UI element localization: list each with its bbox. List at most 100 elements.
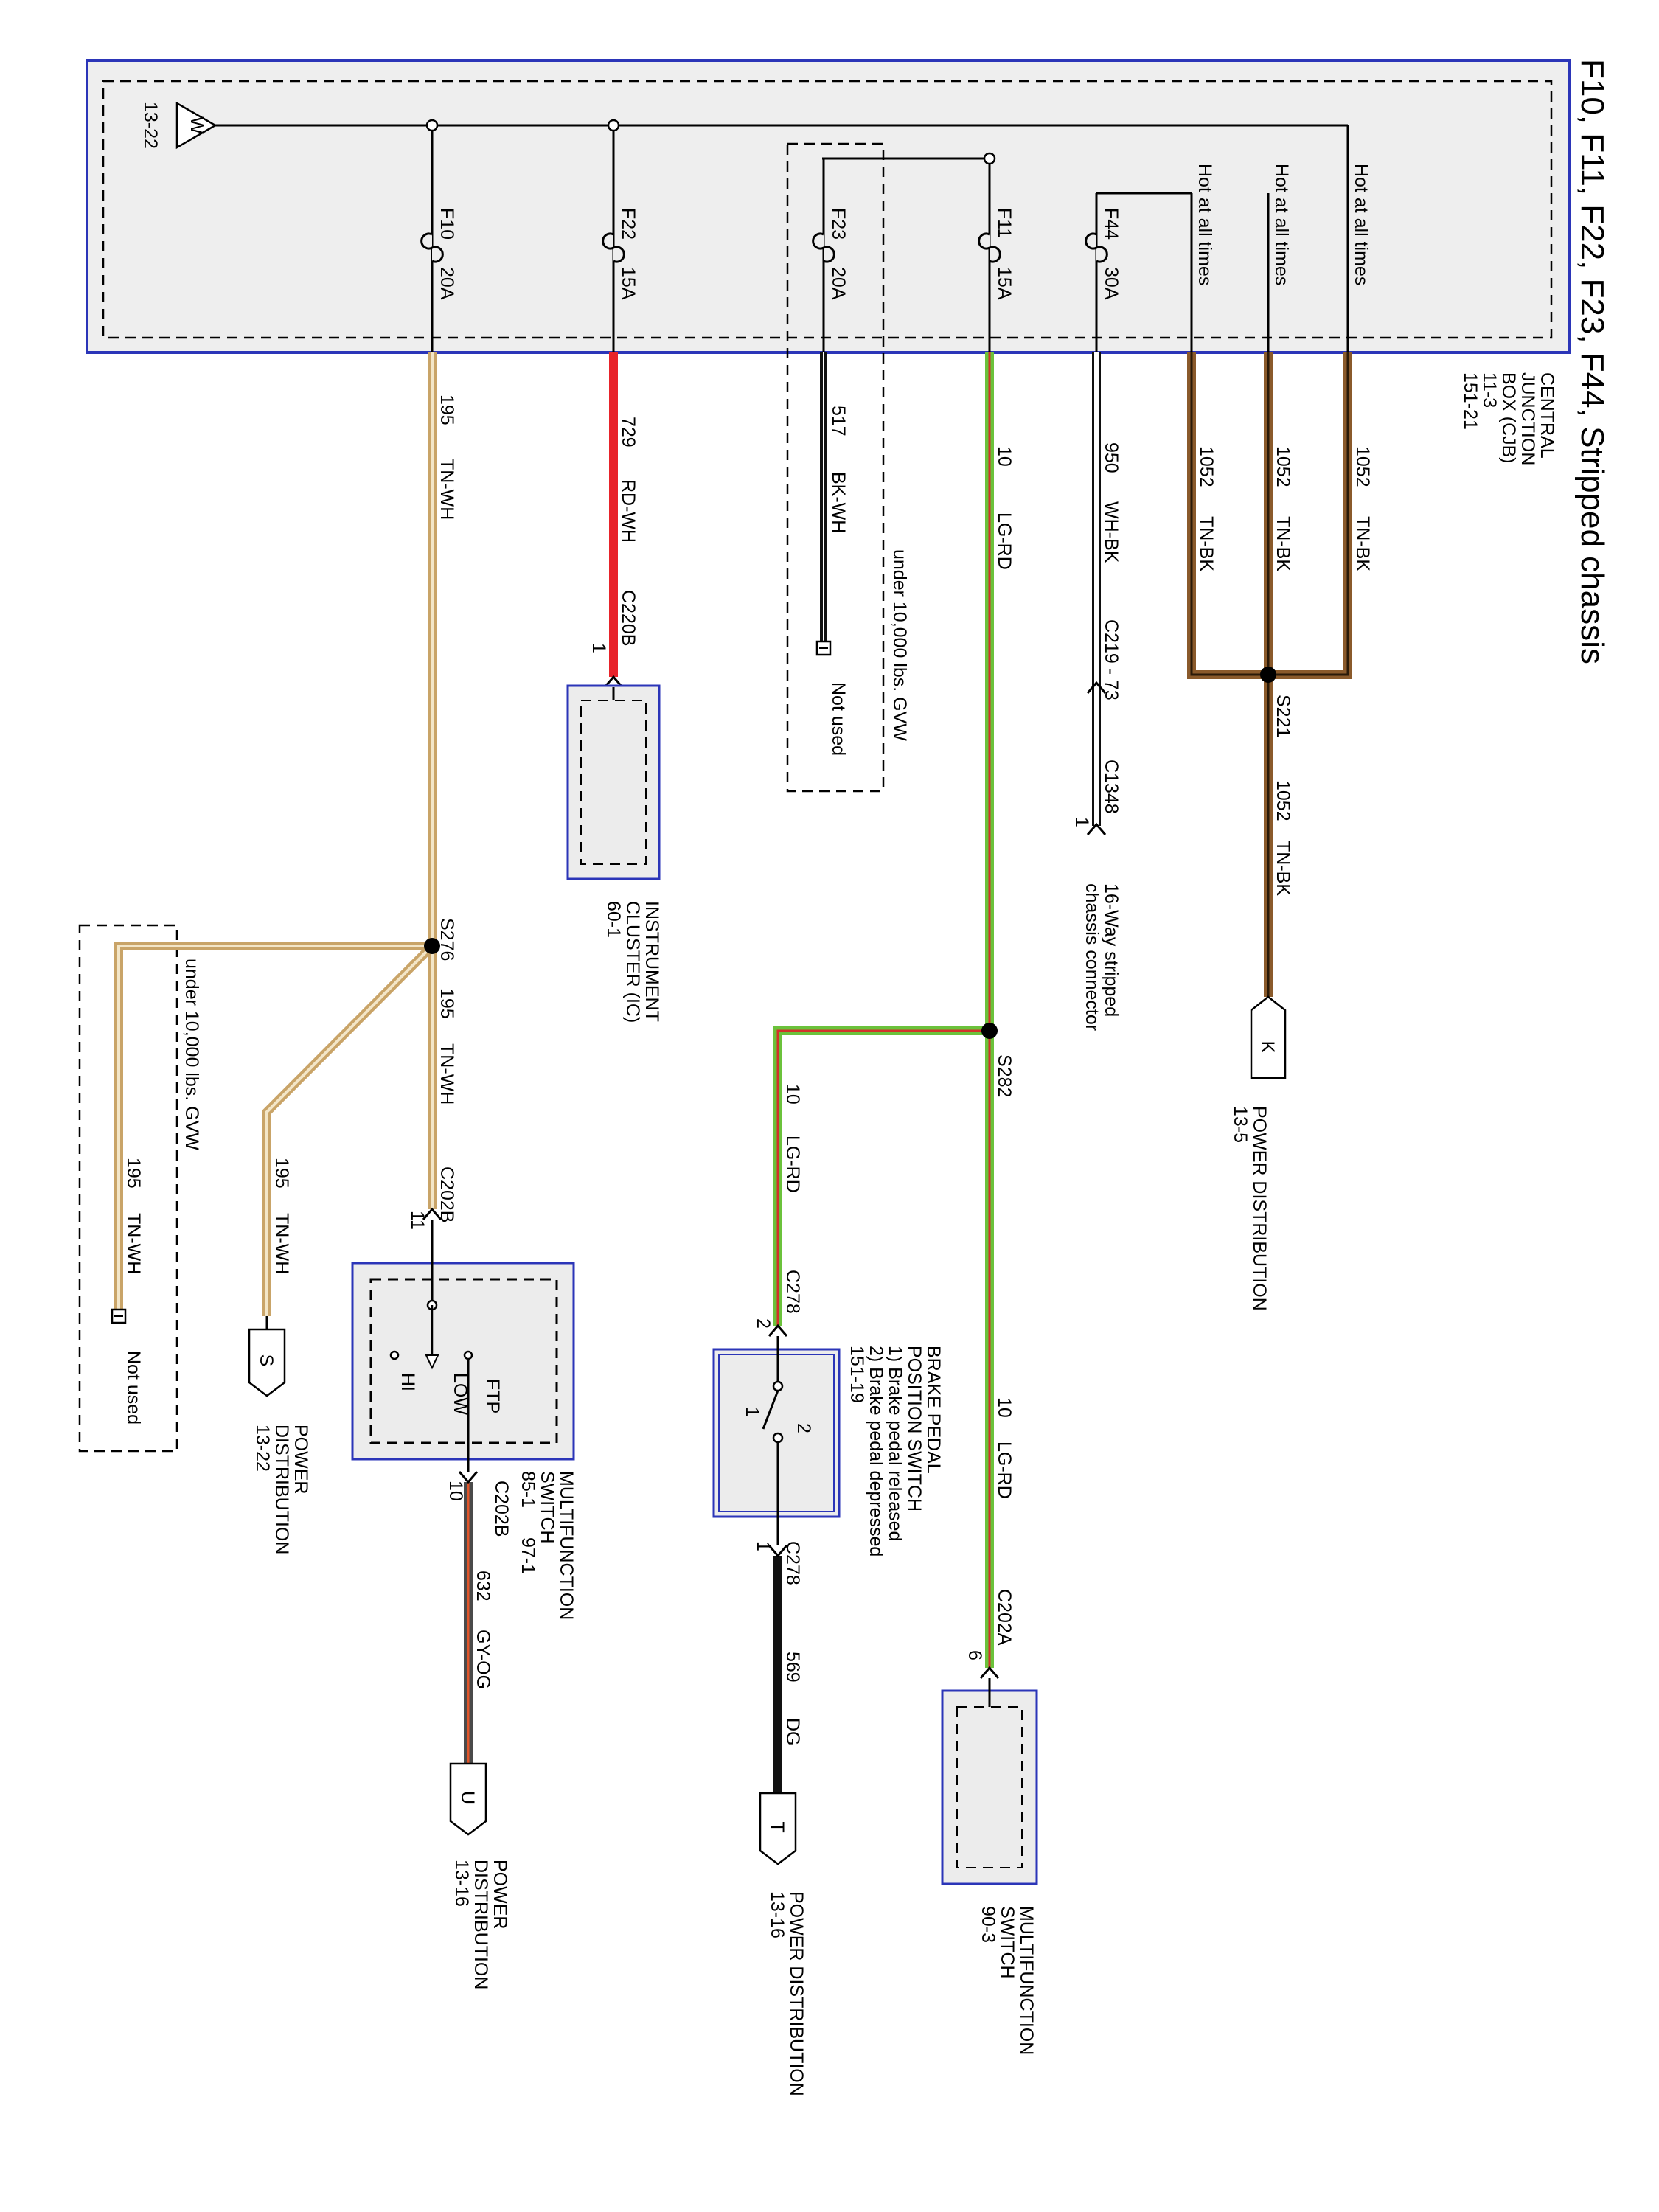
connector-pin: 11 [407,1211,428,1230]
connector-chevron-icon [603,675,624,688]
flag-letter: T [767,1821,787,1832]
component-name: POSITION SWITCH [904,1346,925,1512]
wire-circuit: 950 [1101,442,1121,473]
cjb-frame [86,59,1571,354]
flag-target: DISTRIBUTION [470,1860,491,1989]
not-used-label: Not used [123,1351,144,1425]
fuse-f44: F44 30A [1085,208,1121,352]
connector-chevron-icon [768,1324,788,1337]
cjb-internal-bus [215,124,1349,352]
wire-color: TN-BK [1273,841,1293,896]
not-used-terminal-517: Not used [815,640,849,756]
wire-color: TN-BK [1273,516,1293,571]
wire-color: RD-WH [618,479,639,543]
wire-color: LG-RD [994,1441,1015,1499]
connector-marks [422,675,1107,1679]
wire-circuit: 1052 [1273,780,1293,821]
wire-color: TN-WH [123,1213,144,1274]
connector-c278-in: C278 [782,1270,803,1314]
component-name: CLUSTER (IC) [622,901,643,1023]
component-ref: 85-1 [518,1471,538,1508]
power-distribution-u: U POWER DISTRIBUTION 13-16 [449,1762,510,1989]
flag-target: POWER [291,1425,311,1494]
splice-s276 [424,938,440,954]
connector-chevron-icon [768,1545,788,1558]
power-distribution-k: K POWER DISTRIBUTION 13-5 [1230,995,1287,1311]
wire-circuit: 10 [994,1397,1015,1418]
fuse-name: F44 [1101,208,1121,240]
wire-color: GY-OG [473,1630,493,1689]
wire-circuit: 195 [271,1158,292,1189]
connector-labels: C220B 1 C219 - 73 C1348 1 C202B 11 C202B… [407,590,1121,1660]
component-ref: 151-19 [846,1346,867,1403]
connector-chevron-icon [979,1666,1000,1679]
multifunction-switch-90-3: MULTIFUNCTION SWITCH 90-3 [941,1678,1038,2055]
connector-pin: 2 [753,1318,773,1329]
connector-c1348: C1348 [1101,759,1121,814]
fuse-f22: F22 15A [602,208,639,352]
wire-circuit: 10 [994,446,1015,467]
connector-c220b: C220B [618,590,639,646]
offpage-flag-icon [449,1762,487,1836]
instrument-cluster: INSTRUMENT CLUSTER (IC) 60-1 [566,684,662,1023]
fuse-icon [1085,232,1108,263]
hi-position-label: HI [397,1373,418,1391]
not-used-terminal-195: Not used [111,1308,144,1425]
wire-circuit: 195 [437,394,457,425]
splice-label-s282: S282 [994,1054,1015,1097]
cjb-name-line1: CENTRAL [1537,372,1557,459]
wire-color: TN-BK [1196,516,1217,571]
fuse-rating: 30A [1101,267,1121,300]
fuse-name: F23 [828,208,849,240]
component-name: SWITCH [537,1471,557,1544]
gvw-note-bottom: under 10,000 lbs. GVW [181,959,202,1150]
switch-state: 2) Brake pedal depressed [866,1346,886,1557]
cjb-ref-2: 151-21 [1460,372,1481,430]
switch-state: 1) Brake pedal released [885,1346,905,1541]
wire-circuit: 1052 [1352,446,1373,487]
power-distribution-s: S POWER DISTRIBUTION 13-22 [248,1316,311,1554]
ground-triangle-icon [175,101,218,150]
connector-pin: 1 [753,1541,773,1551]
wire-color: LG-RD [782,1135,803,1193]
offpage-flag-icon [248,1328,286,1397]
hot-label: Hot at all times [1271,164,1292,285]
component-ref: 60-1 [603,901,624,938]
flag-ref: 13-5 [1230,1106,1251,1143]
component-name: INSTRUMENT [641,901,662,1022]
multifunction-switch-ftp: FTP LOW HI MULTIFUNCTION SWITCH 85-1 97-… [351,1220,577,1620]
fuse-name: F10 [437,208,457,240]
connector-pin: 1 [1071,817,1092,827]
connector-chevron-icon [458,1471,479,1484]
hot-label: Hot at all times [1194,164,1215,285]
flag-target: DISTRIBUTION [271,1425,292,1554]
fuse-icon [812,232,835,263]
switch-position-2: 2 [793,1423,814,1433]
connector-chevron-icon [1086,681,1107,694]
connector-pin: 1 [588,643,609,653]
wire-color: BK-WH [828,472,849,533]
connector-chevron-icon [1086,822,1107,835]
hot-label: Hot at all times [1351,164,1371,285]
flag-letter: K [1257,1041,1278,1054]
fuse-icon [602,232,625,263]
ground-reference: W 13-22 [140,101,218,150]
ground-ref: 13-22 [140,102,161,149]
brake-pedal-position-switch: 2 1 BRAKE PEDAL POSITION SWITCH 1) Brake… [712,1336,944,1557]
wire-195-tn-wh [114,352,437,1316]
fuse-rating: 15A [618,267,639,300]
wire-circuit: 1052 [1273,446,1293,487]
cjb-name-line2: JUNCTION [1517,372,1538,465]
ground-symbol-letter: W [187,116,207,134]
component-name: MULTIFUNCTION [556,1471,577,1620]
flag-ref: 13-16 [451,1860,472,1907]
fuse-rating: 20A [828,267,849,300]
component-name: MULTIFUNCTION [1016,1906,1037,2055]
component-ref: 97-1 [518,1537,538,1574]
low-position-label: LOW [450,1373,470,1415]
wire-color: LG-RD [994,512,1015,570]
central-junction-box: CENTRAL JUNCTION BOX (CJB) 11-3 151-21 [86,59,1571,465]
wire-circuit: 569 [782,1652,803,1683]
chassis-connector-label-2: chassis connector [1082,883,1102,1031]
